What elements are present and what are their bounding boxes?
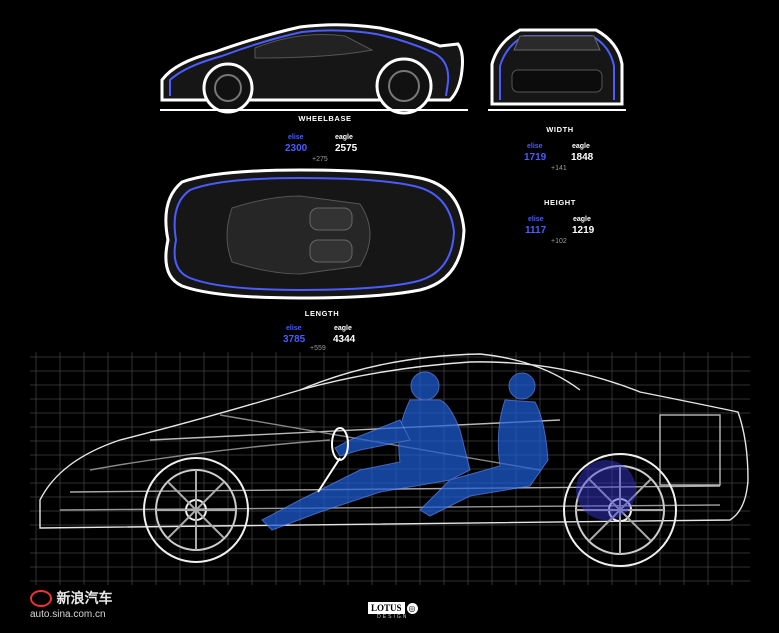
steering-wheel (317, 427, 349, 493)
height-elise-label: elise (528, 216, 544, 223)
front-view-drawing (488, 28, 626, 111)
sina-eye-logo-icon (30, 590, 52, 608)
height-title: HEIGHT (544, 198, 576, 207)
length-title: LENGTH (304, 309, 340, 318)
watermark-url: auto.sina.com.cn (30, 609, 106, 620)
width-spec: WIDTH elise eagle 1719 1848 +141 (500, 125, 620, 172)
width-title: WIDTH (546, 125, 574, 134)
wheelbase-elise-label: elise (288, 134, 304, 141)
lotus-logo-subtext: DESIGN (377, 614, 409, 620)
width-elise-label: elise (527, 143, 543, 150)
length-difference: +559 (310, 345, 326, 352)
wheelbase-eagle-label: eagle (335, 134, 353, 141)
wheelbase-title: WHEELBASE (298, 114, 352, 123)
width-eagle-label: eagle (572, 143, 590, 150)
length-eagle-value: 4344 (333, 334, 356, 345)
watermark-brand: 新浪汽车 (56, 591, 113, 607)
wheelbase-elise-value: 2300 (285, 143, 308, 154)
height-eagle-value: 1219 (572, 225, 595, 236)
wheelbase-spec: WHEELBASE elise eagle 2300 2575 +275 (265, 114, 385, 163)
top-view-drawing (164, 168, 466, 300)
length-elise-value: 3785 (283, 334, 306, 345)
wheelbase-eagle-value: 2575 (335, 143, 358, 154)
width-difference: +141 (551, 165, 567, 172)
occupant-figures (261, 371, 549, 531)
lotus-design-logo: LOTUS ◎ DESIGN (368, 602, 418, 620)
rear-wheel-drawing (563, 453, 677, 567)
height-elise-value: 1117 (525, 225, 547, 236)
side-view-drawing (160, 23, 468, 115)
wheelbase-difference: +275 (312, 156, 328, 163)
front-wheel-drawing (143, 457, 249, 563)
lotus-logo-text: LOTUS (368, 602, 405, 614)
length-elise-label: elise (286, 325, 302, 332)
height-eagle-label: eagle (573, 216, 591, 223)
length-eagle-label: eagle (334, 325, 352, 332)
width-eagle-value: 1848 (571, 152, 594, 163)
sina-watermark: 新浪汽车 auto.sina.com.cn (30, 588, 112, 620)
lotus-badge-icon: ◎ (406, 602, 418, 614)
height-difference: +102 (551, 238, 567, 245)
width-elise-value: 1719 (524, 152, 547, 163)
length-spec: LENGTH elise eagle 3785 4344 +559 (262, 309, 382, 352)
height-spec: HEIGHT elise eagle 1117 1219 +102 (500, 198, 620, 245)
